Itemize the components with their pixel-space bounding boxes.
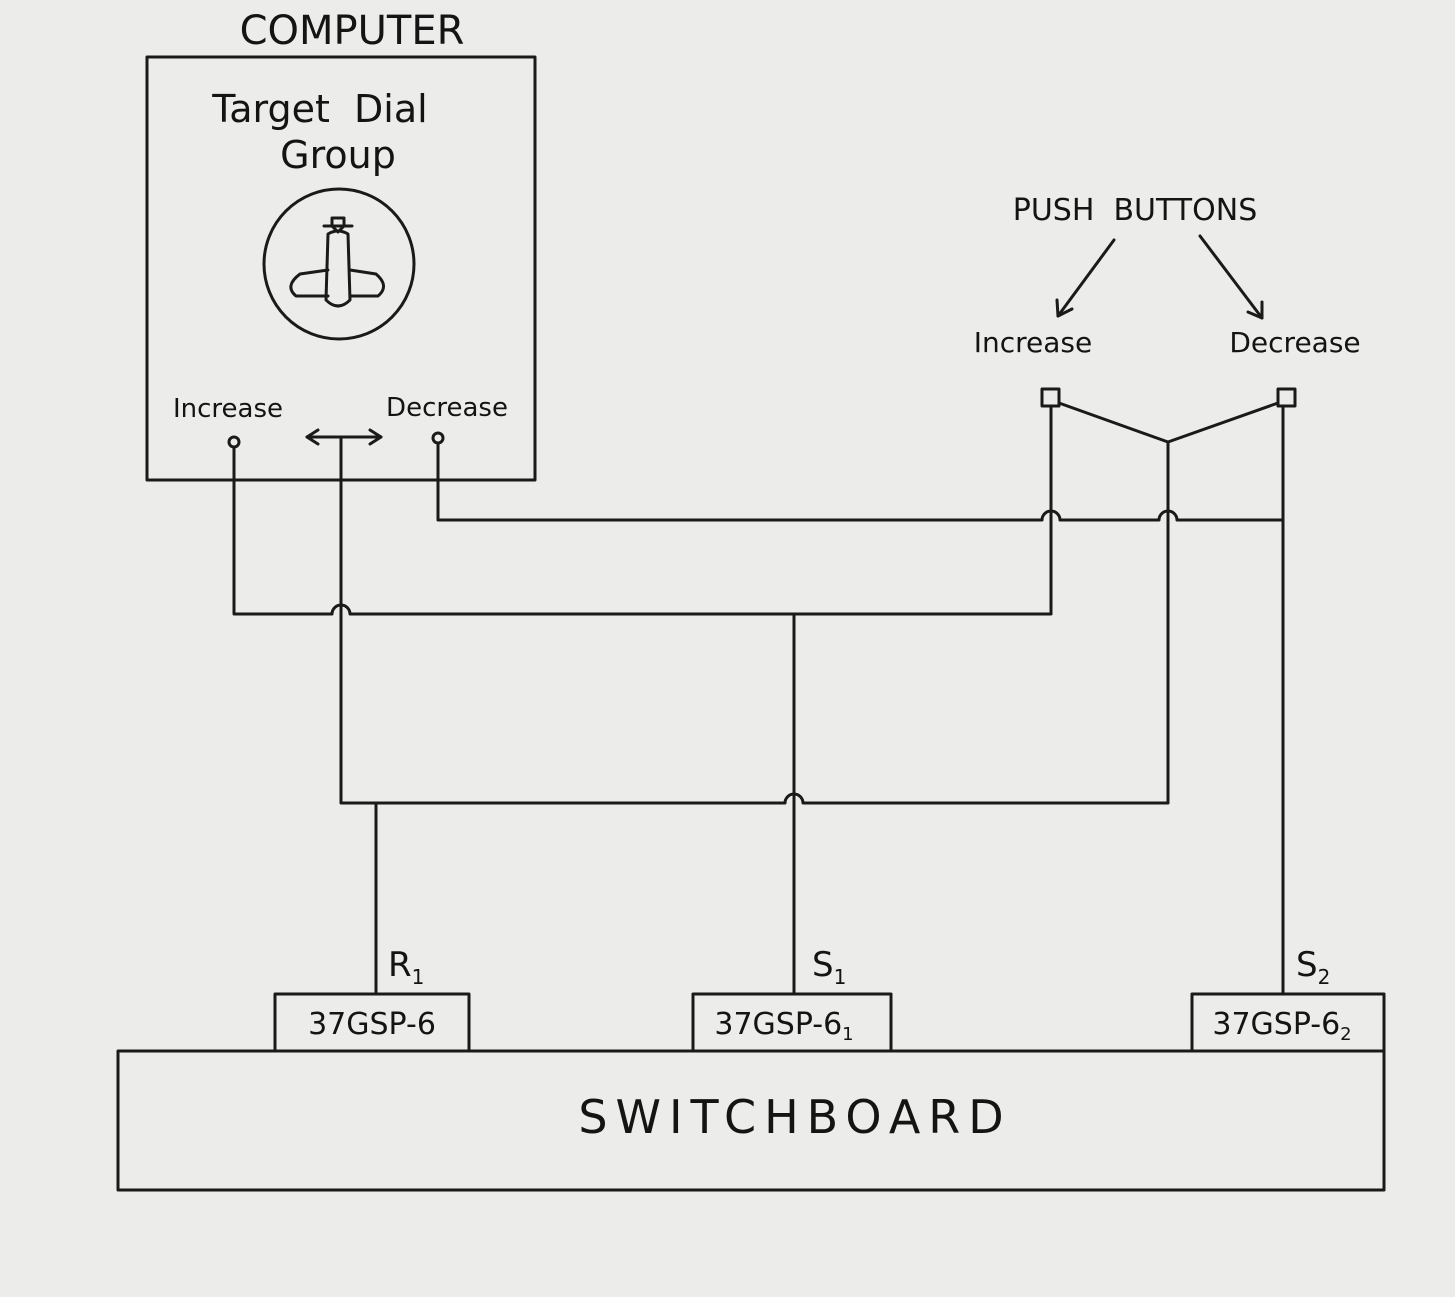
computer-block: COMPUTER Target Dial Group Increase Decr… — [145, 8, 537, 482]
push-buttons-group: PUSH BUTTONS Increase Decrease — [974, 193, 1361, 444]
push-decrease-label: Decrease — [1229, 326, 1360, 359]
computer-decrease-label: Decrease — [386, 393, 508, 423]
arrow-to-decrease-icon — [1198, 234, 1264, 320]
wire-decrease — [436, 441, 1285, 522]
push-increase-label: Increase — [974, 326, 1093, 359]
double-arrow-icon — [305, 428, 383, 446]
wire-label-r1: R1 — [388, 945, 424, 989]
arrow-to-increase-icon — [1055, 238, 1116, 318]
computer-title: COMPUTER — [240, 8, 465, 54]
target-dial — [262, 187, 416, 341]
dial-group-subtitle: Group — [280, 133, 396, 177]
wire-common — [339, 435, 1170, 805]
wiring — [232, 404, 1285, 996]
push-buttons-title: PUSH BUTTONS — [1013, 193, 1257, 228]
button-common-link — [1057, 401, 1280, 444]
dial-group-title: Target Dial — [211, 87, 427, 131]
unit-label-r1: 37GSP-6 — [308, 1007, 436, 1042]
computer-increase-label: Increase — [173, 394, 283, 424]
decrease-push-button — [1276, 387, 1297, 408]
switchboard-box — [116, 1049, 1386, 1192]
wire-label-s2: S2 — [1296, 945, 1330, 989]
unit-label-s1: 37GSP-61 — [714, 1007, 853, 1045]
increase-push-button — [1040, 387, 1061, 408]
wire-label-s1: S1 — [812, 945, 846, 989]
airplane-icon — [289, 216, 385, 308]
switchboard-label: SWITCHBOARD — [578, 1090, 1011, 1144]
unit-label-s2: 37GSP-62 — [1212, 1007, 1351, 1045]
